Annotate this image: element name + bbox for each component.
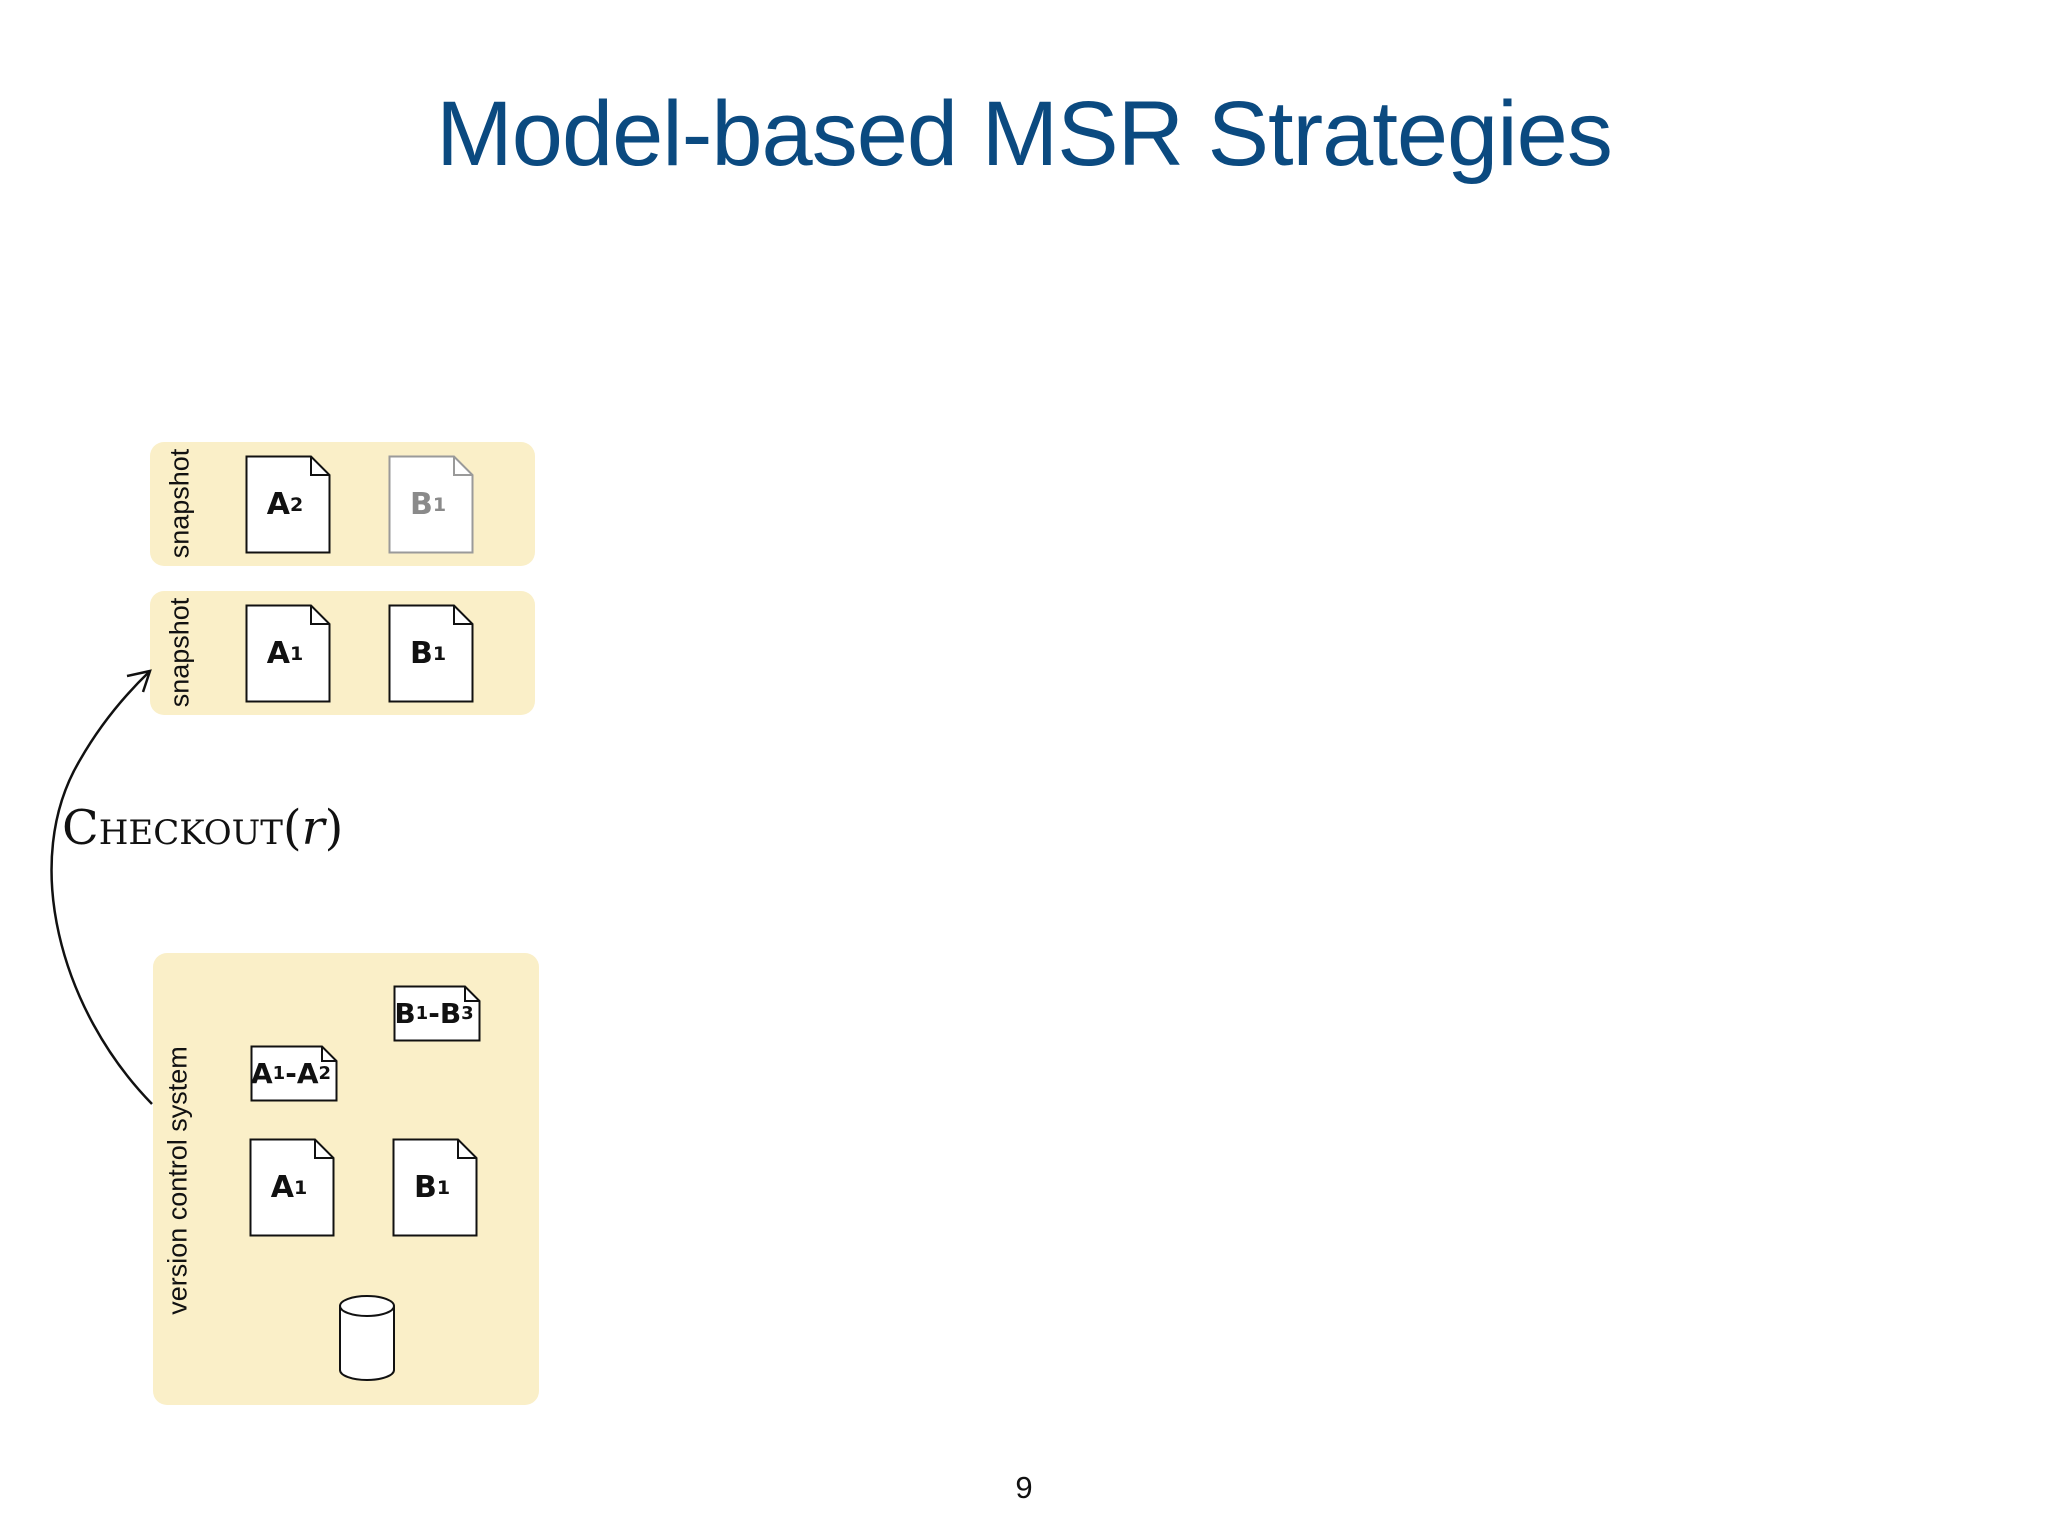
slide-title: Model-based MSR Strategies: [436, 83, 1613, 185]
checkout-label: Checkout(r): [62, 800, 344, 856]
database-icon: [339, 1295, 395, 1381]
page-number: 9: [1015, 1470, 1033, 1505]
